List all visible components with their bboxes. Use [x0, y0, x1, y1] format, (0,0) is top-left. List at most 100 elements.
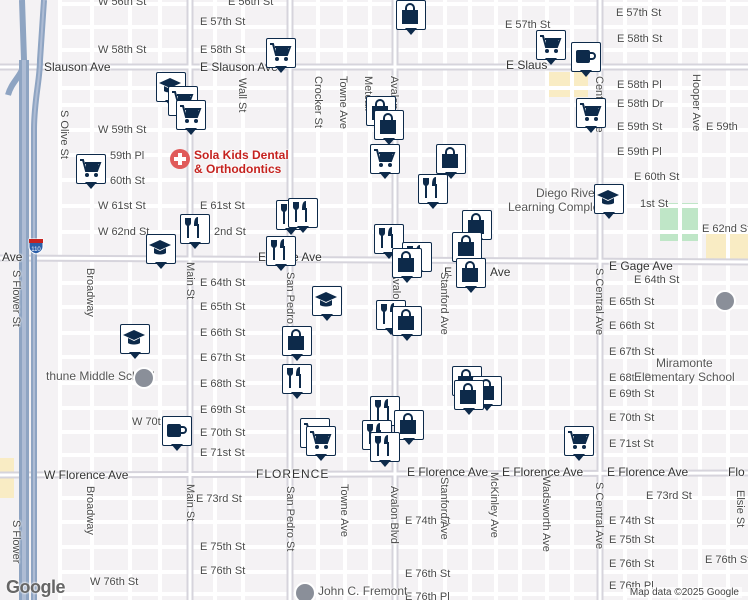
- street-label: Main St: [184, 484, 196, 522]
- street-label: E 69th St: [200, 404, 246, 416]
- marker-tail: [383, 138, 395, 145]
- street-label: E 74th St: [405, 515, 451, 527]
- map-marker-cart[interactable]: [176, 100, 206, 135]
- marker-tail: [285, 228, 297, 235]
- street-label: E 58th St: [200, 44, 246, 56]
- street-label: E 67th St: [200, 352, 246, 364]
- marker-tail: [129, 352, 141, 359]
- map-marker-cart[interactable]: [576, 98, 606, 133]
- street-label: S Flower: [10, 520, 22, 564]
- marker-tail: [573, 454, 585, 461]
- marker-tail: [189, 242, 201, 249]
- street-label: E 71st St: [609, 438, 654, 450]
- street-label: E 59th Pl: [617, 146, 662, 158]
- marker-tail: [291, 392, 303, 399]
- street-label: Avalon Blvd: [388, 486, 400, 544]
- marker-tail: [385, 328, 397, 335]
- map-marker-school[interactable]: [594, 184, 624, 219]
- street-label: E Florence Ave: [607, 465, 689, 479]
- street-label: W 76th St: [90, 576, 139, 588]
- map-marker-school[interactable]: [146, 234, 176, 269]
- map-marker-food[interactable]: [288, 198, 318, 233]
- map-marker-food[interactable]: [282, 364, 312, 399]
- street-label: E 76th St: [705, 554, 748, 566]
- street-label: E 70th St: [609, 412, 655, 424]
- map-marker-bag[interactable]: [456, 258, 486, 293]
- street-label: E 58th St: [617, 33, 663, 45]
- poi-sola-dental[interactable]: Sola Kids Dental & Orthodontics: [194, 148, 289, 176]
- map-marker-cart[interactable]: [266, 38, 296, 73]
- street-label: E 58th Pl: [617, 79, 662, 91]
- street-label: Stanford Ave: [438, 477, 450, 540]
- marker-tail: [405, 28, 417, 35]
- street-label: E 76th St: [200, 565, 246, 577]
- map-marker-cart[interactable]: [76, 154, 106, 189]
- street-label: S Flower St: [10, 270, 22, 327]
- street-label: E 60th St: [634, 171, 680, 183]
- street-label: E 56th St: [228, 0, 274, 8]
- marker-tail: [379, 460, 391, 467]
- marker-tail: [603, 212, 615, 219]
- street-label: E 64th St: [200, 277, 246, 289]
- street-label: E 62nd St: [702, 223, 748, 235]
- map-marker-school[interactable]: [312, 286, 342, 321]
- map-marker-bag[interactable]: [282, 326, 312, 361]
- street-label: E 75th St: [200, 541, 246, 553]
- marker-tail: [465, 286, 477, 293]
- marker-tail: [275, 264, 287, 271]
- marker-tail: [297, 226, 309, 233]
- street-label: E 74th St: [609, 515, 655, 527]
- street-label: W 58th St: [98, 44, 147, 56]
- school-icon: [294, 582, 316, 600]
- map-marker-food[interactable]: [374, 224, 404, 259]
- medical-cross-icon: [170, 149, 190, 169]
- map-marker-cart[interactable]: [370, 144, 400, 179]
- map-marker-food[interactable]: [370, 432, 400, 467]
- marker-tail: [445, 172, 457, 179]
- map-marker-food[interactable]: [180, 214, 210, 249]
- poi-fremont[interactable]: John C. Fremont: [318, 584, 408, 598]
- map-marker-bag[interactable]: [374, 110, 404, 145]
- marker-tail: [401, 334, 413, 341]
- marker-tail: [291, 354, 303, 361]
- street-label: E 66th St: [200, 327, 246, 339]
- street-label: San Pedro St: [284, 486, 296, 552]
- map-marker-food[interactable]: [418, 174, 448, 209]
- google-logo: Google: [6, 577, 66, 597]
- map-marker-food[interactable]: [266, 236, 296, 271]
- street-label: E 71st St: [200, 447, 245, 459]
- map-marker-bag[interactable]: [436, 144, 466, 179]
- map-marker-school[interactable]: [120, 324, 150, 359]
- street-label: E Slaus: [506, 58, 548, 72]
- street-label: Broadway: [84, 486, 96, 535]
- map-attribution[interactable]: Map data ©2025 Google: [626, 587, 742, 598]
- school-icon: [133, 367, 155, 389]
- marker-tail: [580, 70, 592, 77]
- marker-tail: [321, 314, 333, 321]
- poi-bethune[interactable]: thune Middle School: [46, 369, 155, 383]
- map-marker-bag[interactable]: [392, 306, 422, 341]
- street-label: E 65th St: [609, 296, 655, 308]
- marker-tail: [171, 444, 183, 451]
- map-marker-bag[interactable]: [394, 410, 424, 445]
- street-label: E 69th St: [609, 388, 655, 400]
- street-label: Stanford Ave: [438, 272, 450, 335]
- map-marker-cafe[interactable]: [162, 416, 192, 451]
- map-marker-cafe[interactable]: [571, 42, 601, 77]
- map-marker-cart[interactable]: [536, 30, 566, 65]
- map-marker-bag[interactable]: [392, 248, 422, 283]
- poi-miramonte[interactable]: Miramonte Elementary School: [634, 356, 735, 384]
- street-label: E 59th: [706, 121, 738, 133]
- street-label: E 68th St: [200, 378, 246, 390]
- map-marker-cart[interactable]: [306, 426, 336, 461]
- street-label: Flo: [728, 465, 745, 479]
- map-marker-cart[interactable]: [564, 426, 594, 461]
- street-label: E 64th St: [634, 274, 680, 286]
- street-label: W 61st St: [98, 200, 146, 212]
- street-label: E 76th St: [405, 568, 451, 580]
- map-marker-bag[interactable]: [454, 380, 484, 415]
- street-label: W 59th St: [98, 124, 147, 136]
- poi-diego-rivera[interactable]: Diego Rivera Learning Complex: [508, 186, 606, 214]
- map-marker-bag[interactable]: [396, 0, 426, 35]
